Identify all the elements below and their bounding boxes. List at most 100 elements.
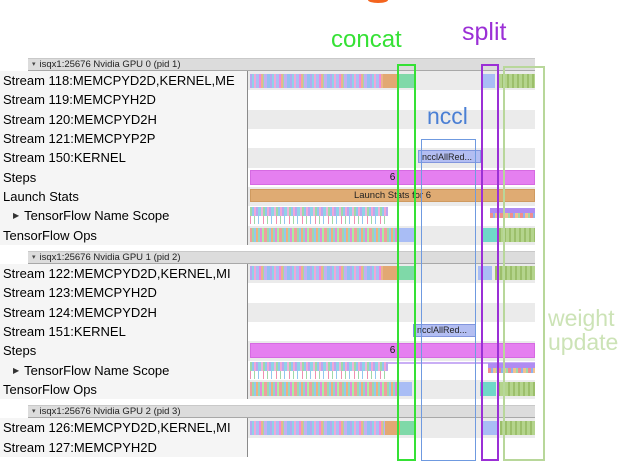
track-lane [248,90,535,110]
expand-triangle-icon[interactable]: ▶ [13,211,20,221]
section-header-label: isqx1:25676 Nvidia GPU 1 (pid 2) [39,251,181,263]
trace-segment-thinline[interactable] [250,361,535,364]
trace-segment-gstripe[interactable] [495,266,535,281]
section-header-gpu-2[interactable]: ▾isqx1:25676 Nvidia GPU 2 (pid 3) [28,405,535,419]
trace-segment-mixed[interactable] [250,420,385,435]
track-row: Stream 123:MEMCPYH2D [0,283,622,303]
section-header-gpu-0[interactable]: ▾isqx1:25676 Nvidia GPU 0 (pid 1) [28,58,535,71]
track-label-text: Stream 124:MEMCPYD2H [3,304,157,320]
trace-segment-spiky[interactable] [250,207,388,225]
track-label-text: Stream 119:MEMCPYH2D [3,92,156,108]
track-label-text: Stream 127:MEMCPYH2D [3,439,157,455]
track-label: Stream 126:MEMCPYD2D,KERNEL,MI [0,418,248,438]
track-label: Stream 118:MEMCPYD2D,KERNEL,ME [0,71,248,91]
trace-segment-blue[interactable] [481,73,495,88]
trace-segment-mixed[interactable] [250,266,383,281]
track-label: Stream 122:MEMCPYD2D,KERNEL,MI [0,263,248,284]
trace-segment-teal[interactable] [399,266,415,281]
launch-stats-bar[interactable]: Launch Stats for 6 [250,189,535,203]
track-label-text: TensorFlow Ops [3,382,97,398]
track-lane: 6 [248,341,535,361]
trace-segment-orange[interactable] [383,266,399,281]
trace-segment-orange[interactable] [383,73,399,88]
trace-timeline: ▾isqx1:25676 Nvidia GPU 0 (pid 1)Stream … [0,58,622,457]
trace-segment-mixed[interactable] [250,73,383,88]
track-label-text: Stream 123:MEMCPYH2D [3,285,157,301]
split-annotation-label: split [462,18,507,46]
track-row: Stream 127:MEMCPYH2D [0,437,622,457]
trace-segment-teal[interactable] [399,73,415,88]
track-row: Stream 126:MEMCPYD2D,KERNEL,MI [0,418,622,438]
track-label-text: Launch Stats [3,189,79,205]
section-header-label: isqx1:25676 Nvidia GPU 2 (pid 3) [39,406,181,418]
track-lane [248,128,535,149]
track-row: TensorFlow Ops [0,225,622,245]
track-lane: ncclAllRed... [248,321,535,342]
track-lane [248,302,535,322]
trace-segment-teal2[interactable] [480,382,496,397]
track-lane: Launch Stats for 6 [248,186,535,207]
steps-bar[interactable]: 6 [250,169,535,185]
trace-segment-gstripe[interactable] [498,382,535,397]
trace-segment-mixed2[interactable] [250,228,397,243]
track-label-text: Stream 120:MEMCPYD2H [3,111,157,127]
collapse-triangle-icon[interactable]: ▾ [32,408,36,416]
weight-update-annotation-box [503,66,545,461]
track-lane [248,283,535,303]
track-label: TensorFlow Ops [0,225,248,245]
collapse-triangle-icon[interactable]: ▾ [32,61,36,68]
trace-segment-mixed2[interactable] [250,382,397,397]
collapse-triangle-icon[interactable]: ▾ [32,253,36,261]
track-label: Stream 123:MEMCPYH2D [0,283,248,303]
concat-annotation-label: concat [331,26,402,53]
track-row: Stream 124:MEMCPYD2H [0,302,622,322]
trace-segment-teal[interactable] [400,420,415,435]
nccl-annotation-box [421,139,476,461]
track-label: Stream 121:MEMCPYP2P [0,128,248,149]
trace-segment-spiky[interactable] [250,361,388,379]
trace-segment-gstripe[interactable] [500,420,535,435]
trace-segment-blue[interactable] [399,228,414,243]
track-label: Stream 151:KERNEL [0,321,248,342]
track-label: Stream 119:MEMCPYH2D [0,90,248,110]
trace-segment-orange[interactable] [385,420,400,435]
track-lane [248,437,535,457]
track-row: ▶ TensorFlow Name Scope [0,206,622,226]
section-header-gpu-1[interactable]: ▾isqx1:25676 Nvidia GPU 1 (pid 2) [28,250,535,264]
track-label-text: TensorFlow Ops [3,227,97,243]
nccl-annotation-label: nccl [427,103,468,129]
nccl-allreduce-event[interactable]: ncclAllRed... [418,150,481,164]
cropped-orange-mark [368,0,388,3]
track-label-text: TensorFlow Name Scope [24,362,170,378]
track-lane [248,418,535,438]
track-label-text: Stream 126:MEMCPYD2D,KERNEL,MI [3,420,231,436]
trace-segment-teal2[interactable] [482,228,497,243]
steps-bar[interactable]: 6 [250,343,535,359]
trace-segment-nsright[interactable] [488,362,535,373]
track-row: Stream 121:MEMCPYP2P [0,128,622,149]
section-header-label: isqx1:25676 Nvidia GPU 0 (pid 1) [39,59,181,70]
trace-segment-blue[interactable] [482,420,497,435]
track-label: Stream 124:MEMCPYD2H [0,302,248,322]
track-label: Steps [0,341,248,361]
track-label-text: Stream 122:MEMCPYD2D,KERNEL,MI [3,266,231,282]
track-row: Stream 122:MEMCPYD2D,KERNEL,MI [0,263,622,284]
track-label: Launch Stats [0,186,248,207]
expand-triangle-icon[interactable]: ▶ [13,365,20,375]
track-lane [248,379,535,400]
track-label-text: TensorFlow Name Scope [24,208,170,224]
track-label[interactable]: ▶ TensorFlow Name Scope [0,360,248,380]
trace-segment-blue[interactable] [397,382,412,397]
track-label[interactable]: ▶ TensorFlow Name Scope [0,206,248,226]
track-lane [248,263,535,284]
trace-segment-gstripe[interactable] [499,228,535,243]
trace-segment-nsright[interactable] [490,208,535,219]
track-label: Stream 127:MEMCPYH2D [0,437,248,457]
trace-segment-gstripe[interactable] [497,73,535,88]
